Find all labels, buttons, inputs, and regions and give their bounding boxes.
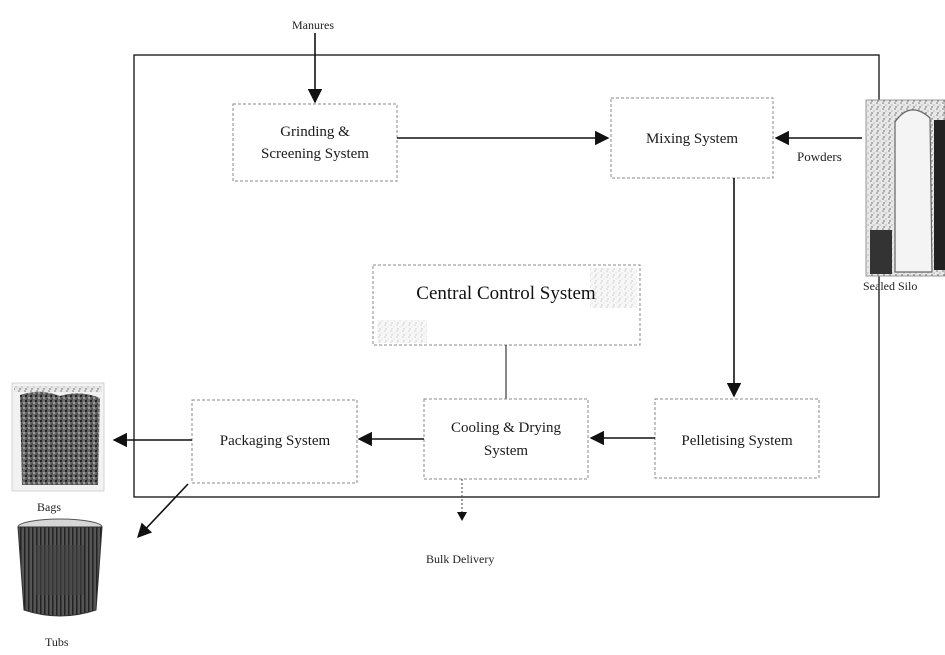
grinding-label-line2: Screening System [261,146,369,162]
bags-photo [11,382,105,492]
tubs-label: Tubs [45,635,69,649]
packaging-node: Packaging System [191,399,358,484]
grinding-label-line1: Grinding & [280,124,350,140]
bulk-delivery-arrowhead [457,512,467,521]
central-control-label: Central Control System [416,283,596,304]
bulk-delivery-label: Bulk Delivery [426,552,494,566]
cooling-drying-node: Cooling & Drying System [423,398,589,480]
packaging-label: Packaging System [220,433,331,449]
pelletising-label: Pelletising System [681,433,793,449]
mixing-node: Mixing System [610,97,774,179]
powders-label: Powders [797,149,842,164]
cooling-label-line1: Cooling & Drying [451,420,562,436]
cooling-label-line2: System [484,443,529,459]
tubs-photo [17,518,103,617]
sealed-silo-label: Sealed Silo [863,279,917,293]
mixing-label: Mixing System [646,131,738,147]
bags-label: Bags [37,500,61,514]
central-control-node: Central Control System [372,264,641,346]
manures-label: Manures [292,18,334,32]
packaging-to-tubs-arrow [137,483,189,539]
pelletising-node: Pelletising System [654,398,820,479]
silo-photo [865,99,945,277]
grinding-screening-node: Grinding & Screening System [232,103,398,182]
